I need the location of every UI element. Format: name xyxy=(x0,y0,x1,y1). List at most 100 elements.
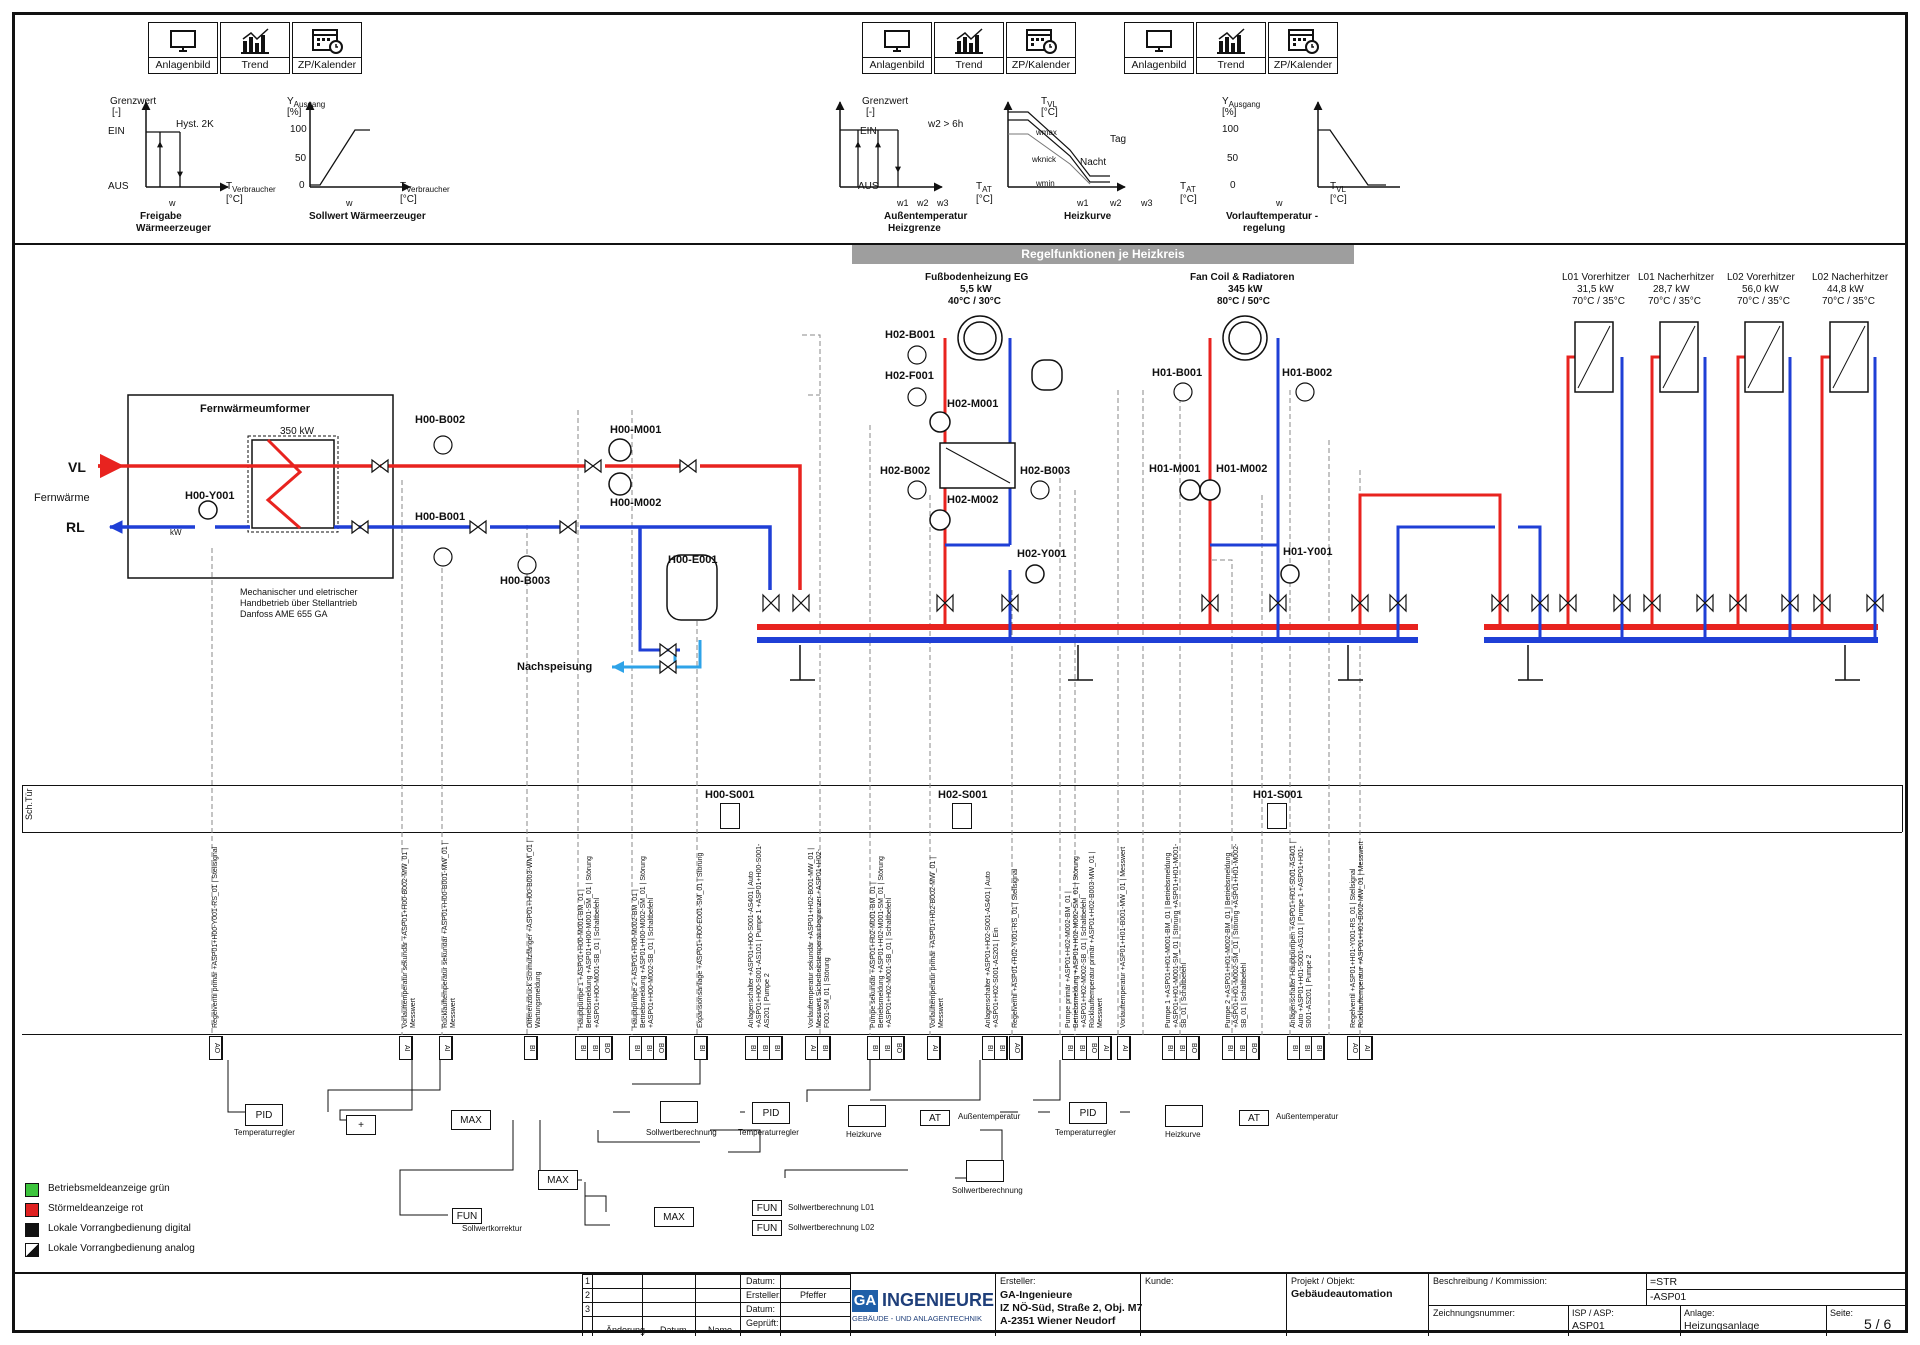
g3-w2: w2 xyxy=(917,198,929,208)
switch-h01-s001: H01-S001 xyxy=(1253,789,1303,801)
g5-caption1: Vorlauftemperatur - xyxy=(1226,211,1319,222)
tb-col xyxy=(1680,1305,1681,1336)
monitor-icon xyxy=(1125,25,1193,57)
control-label: Temperaturregler xyxy=(234,1128,295,1137)
projekt-value: Gebäudeautomation xyxy=(1291,1288,1393,1300)
fernwaerme-power: 350 kW xyxy=(280,426,314,437)
toolbar-button-trend[interactable]: Trend xyxy=(1196,22,1266,74)
heater-temps: 70°C / 35°C xyxy=(1572,296,1626,307)
g1-yunit: [-] xyxy=(112,107,121,118)
tb-col xyxy=(850,1274,851,1336)
logo-ga: GA xyxy=(852,1290,878,1312)
function-graphs xyxy=(141,101,1400,192)
toolbar-button-zpkalender[interactable]: ZP/Kalender xyxy=(1268,22,1338,74)
company-header: Ersteller: xyxy=(1000,1276,1036,1286)
fw-note1: Mechanischer und eletrischer xyxy=(240,587,358,597)
sum-block: + xyxy=(346,1115,376,1135)
g2-y100: 100 xyxy=(290,124,307,135)
toolbar-button-anlagenbild[interactable]: Anlagenbild xyxy=(1124,22,1194,74)
io-channel: BI xyxy=(983,1037,995,1059)
heater-temps: 70°C / 35°C xyxy=(1822,296,1876,307)
toolbar-button-zpkalender[interactable]: ZP/Kalender xyxy=(1006,22,1076,74)
io-channel: AI xyxy=(400,1037,412,1059)
toolbar-button-anlagenbild[interactable]: Anlagenbild xyxy=(148,22,218,74)
vessel-h00-e001: H00-E001 xyxy=(668,554,718,566)
g2-y50: 50 xyxy=(295,153,307,164)
kunde-label: Kunde: xyxy=(1145,1276,1174,1286)
tb-col xyxy=(740,1274,741,1336)
datapoint-label: Pumpe sekundär +ASP01+H02-M001-BM_01 | B… xyxy=(870,856,893,1028)
graph-heizkurve xyxy=(1003,101,1126,192)
rev-row-number: 2 xyxy=(585,1290,591,1300)
datapoint-label: Regelventil +ASP01+H02-Y001-RS_01 | Stel… xyxy=(1012,868,1019,1028)
datapoint-label: Regelventil +ASP01+H01-Y001-RS_01 | Stel… xyxy=(1350,841,1365,1028)
fw-note2: Handbetrieb über Stellantrieb xyxy=(240,598,358,608)
tb-rule xyxy=(582,1288,850,1289)
control-label: Temperaturregler xyxy=(1055,1128,1116,1137)
control-label: Sollwertberechnung L01 xyxy=(788,1203,875,1212)
g5-y0: 0 xyxy=(1230,180,1236,191)
fancoil-power: 345 kW xyxy=(1228,284,1263,295)
g1-caption2: Wärmeerzeuger xyxy=(136,223,212,234)
toolbar-button-trend[interactable]: Trend xyxy=(220,22,290,74)
fancoil-temps: 80°C / 50°C xyxy=(1217,296,1271,307)
toolbar-button-trend[interactable]: Trend xyxy=(934,22,1004,74)
zeichnung-label: Zeichnungsnummer: xyxy=(1433,1308,1516,1318)
legend-label: Lokale Vorrangbedienung analog xyxy=(48,1243,195,1254)
g2-y0: 0 xyxy=(299,180,305,191)
g3-on: EIN xyxy=(860,126,877,137)
io-module: BI xyxy=(694,1036,708,1060)
heater-l01-nach xyxy=(1650,321,1707,640)
graph-vorlauf xyxy=(1313,101,1400,188)
projekt-label: Projekt / Objekt: xyxy=(1291,1276,1356,1286)
io-channel: AI xyxy=(1360,1037,1372,1059)
switch-h02-icon[interactable] xyxy=(952,803,972,829)
tb-rule xyxy=(582,1302,850,1303)
switch-h00-s001: H00-S001 xyxy=(705,789,755,801)
toolbar-button-label: ZP/Kalender xyxy=(1007,57,1075,73)
heater-title: L02 Vorerhitzer xyxy=(1727,272,1795,283)
tb-rule xyxy=(1428,1305,1908,1306)
anlage-value: Heizungsanlage xyxy=(1684,1320,1760,1332)
sensor-h00-b003: H00-B003 xyxy=(500,575,551,587)
io-module: AO xyxy=(1009,1036,1023,1060)
toolbar-button-label: Anlagenbild xyxy=(863,57,931,73)
fancoil-title: Fan Coil & Radiatoren xyxy=(1190,272,1295,283)
tb-col xyxy=(642,1274,643,1336)
switch-h01-icon[interactable] xyxy=(1267,803,1287,829)
g5-ylabel: YAusgang xyxy=(1222,96,1261,109)
g1-ylabel: Grenzwert xyxy=(110,96,157,107)
heater-temps: 70°C / 35°C xyxy=(1648,296,1702,307)
heater-title: L02 Nacherhitzer xyxy=(1812,272,1889,283)
g2-caption: Sollwert Wärmeerzeuger xyxy=(309,211,426,222)
legend-label: Störmeldeanzeige rot xyxy=(48,1203,144,1214)
io-channel: BI xyxy=(525,1037,537,1059)
switch-h00-icon[interactable] xyxy=(720,803,740,829)
legend-swatch xyxy=(25,1203,39,1217)
switch-row-top xyxy=(22,785,1902,786)
at-block: AT xyxy=(1239,1110,1269,1126)
g5-caption2: regelung xyxy=(1243,223,1286,234)
fw-note3: Danfoss AME 655 GA xyxy=(240,609,328,619)
g3-caption1: Außentemperatur xyxy=(884,211,968,222)
g3-ylabel: Grenzwert xyxy=(862,96,909,107)
io-channel: BO xyxy=(1247,1037,1259,1059)
rev-header-datum: Datum xyxy=(660,1325,687,1335)
io-channel: BI xyxy=(1163,1037,1175,1059)
isp-label: ISP / ASP: xyxy=(1572,1308,1614,1318)
io-channel: BI xyxy=(818,1037,830,1059)
datapoint-label: Pumpe 2 +ASP01+H01-M002-BM_01 | Betriebs… xyxy=(1225,843,1248,1028)
switch-h02-s001: H02-S001 xyxy=(938,789,988,801)
header-separator xyxy=(12,243,1908,245)
tb-rule xyxy=(582,1316,850,1317)
control-label: Sollwertberechnung xyxy=(646,1128,717,1137)
datapoint-label: Differenzdruck Schmutzfänger +ASP01+H00-… xyxy=(527,840,542,1028)
g5-y100: 100 xyxy=(1222,124,1239,135)
geprueft-label: Geprüft: xyxy=(746,1318,779,1328)
io-channel: AO xyxy=(1348,1037,1360,1059)
toolbar-button-zpkalender[interactable]: ZP/Kalender xyxy=(292,22,362,74)
toolbar-button-anlagenbild[interactable]: Anlagenbild xyxy=(862,22,932,74)
io-channel: BI xyxy=(630,1037,642,1059)
